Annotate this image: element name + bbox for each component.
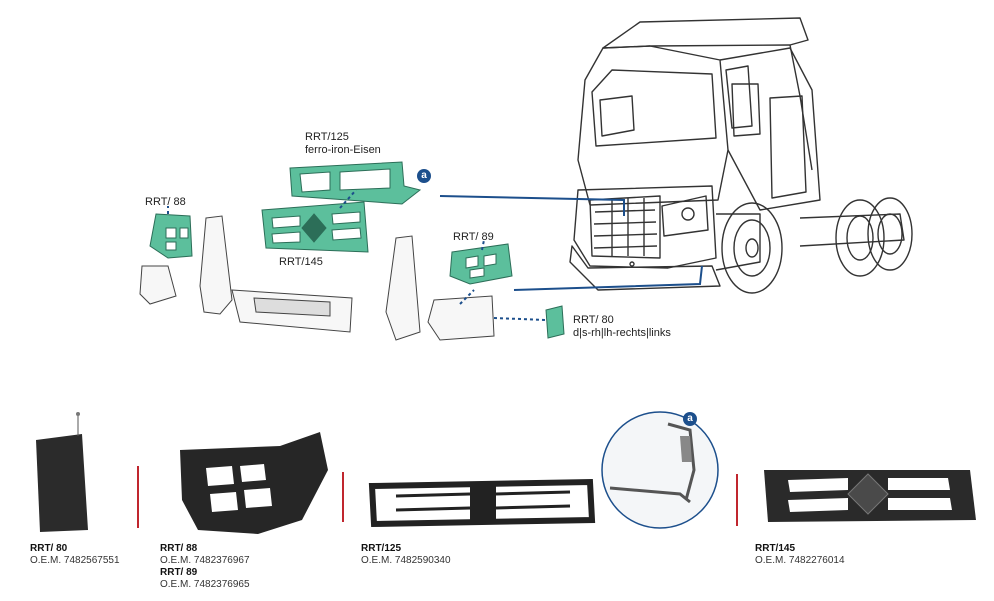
separator-1 bbox=[137, 466, 139, 528]
truck-illustration bbox=[569, 17, 913, 294]
oem-number: O.E.M. 7482567551 bbox=[30, 555, 120, 566]
product-photo-rrt125-detail bbox=[601, 411, 719, 529]
part-rrt80-diagram bbox=[545, 305, 565, 339]
marker-a-icon: a bbox=[417, 169, 431, 183]
part-code: RRT/ 80 bbox=[30, 543, 68, 554]
label-rrt89-code: RRT/ 89 bbox=[453, 231, 494, 243]
product-photo-rrt88-rrt89 bbox=[180, 432, 328, 534]
catalog-item-rrt80: RRT/ 80 O.E.M. 7482567551 bbox=[30, 543, 120, 567]
label-rrt80-side: d|s-rh|lh-rechts|links bbox=[573, 327, 671, 339]
part-rrt125-diagram bbox=[289, 161, 422, 205]
product-photo-rrt80 bbox=[36, 412, 88, 532]
detail-marker-a-icon: a bbox=[683, 412, 697, 426]
oem-number: O.E.M. 7482376967 bbox=[160, 555, 250, 566]
label-rrt125-code: RRT/125 bbox=[305, 131, 349, 143]
separator-3 bbox=[736, 474, 738, 526]
part-rrt145-diagram bbox=[261, 201, 369, 253]
outline-parts bbox=[139, 215, 495, 341]
part-code: RRT/ 88 bbox=[160, 543, 198, 554]
part-code: RRT/145 bbox=[755, 543, 796, 554]
part-rrt89-diagram bbox=[449, 243, 513, 285]
catalog-item-rrt145: RRT/145 O.E.M. 7482276014 bbox=[755, 543, 845, 567]
label-rrt80-code: RRT/ 80 bbox=[573, 314, 614, 326]
part-code: RRT/125 bbox=[361, 543, 402, 554]
product-photo-rrt145 bbox=[764, 470, 976, 522]
part-rrt88-diagram bbox=[149, 213, 193, 259]
separator-2 bbox=[342, 472, 344, 522]
product-photo-rrt125 bbox=[368, 478, 596, 528]
label-rrt145-code: RRT/145 bbox=[279, 256, 323, 268]
catalog-item-rrt88-rrt89: RRT/ 88 O.E.M. 7482376967 RRT/ 89 O.E.M.… bbox=[160, 543, 250, 591]
label-rrt88-code: RRT/ 88 bbox=[145, 196, 186, 208]
catalog-item-rrt125: RRT/125 O.E.M. 7482590340 bbox=[361, 543, 451, 567]
oem-number: O.E.M. 7482276014 bbox=[755, 555, 845, 566]
leader-lines bbox=[167, 189, 703, 321]
label-rrt125-material: ferro-iron-Eisen bbox=[305, 144, 381, 156]
part-code: RRT/ 89 bbox=[160, 567, 198, 578]
oem-number: O.E.M. 7482590340 bbox=[361, 555, 451, 566]
oem-number: O.E.M. 7482376965 bbox=[160, 579, 250, 590]
